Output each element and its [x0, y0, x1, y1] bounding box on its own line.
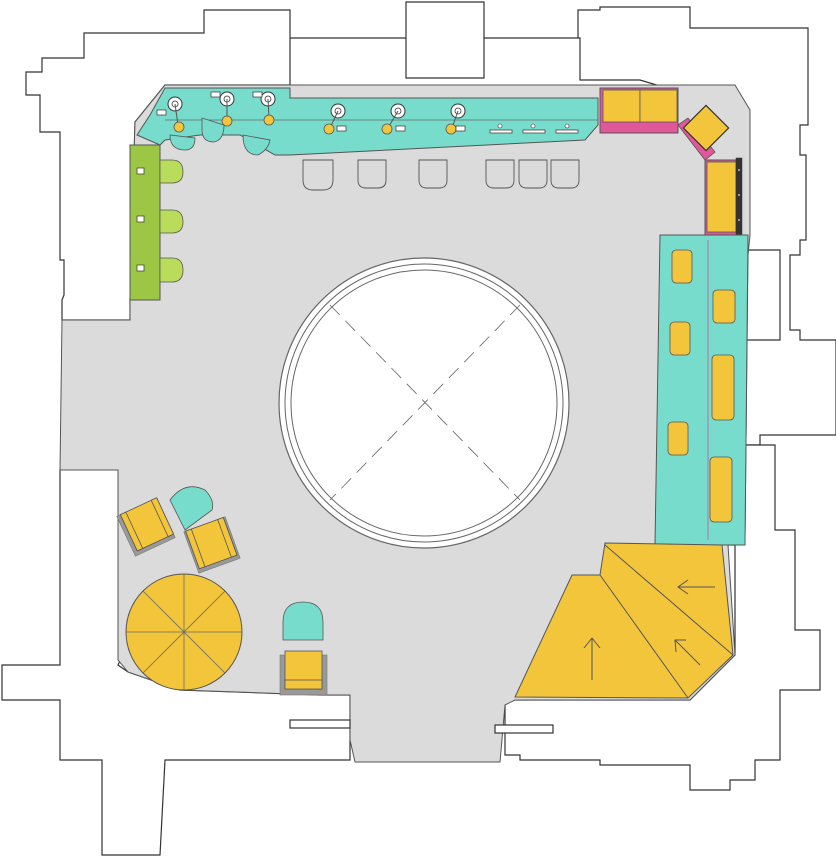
- cushion: [709, 456, 733, 523]
- double-socket-icon: [522, 123, 546, 134]
- double-socket-icon: [136, 215, 145, 223]
- yellow-lamp-bases: [173, 114, 457, 135]
- bottom-entrance: [289, 719, 554, 734]
- double-socket-icon: [395, 125, 406, 132]
- cushion: [667, 421, 689, 456]
- double-socket-icon: [489, 123, 513, 134]
- stair-direction-arrow-icon: [677, 579, 715, 595]
- grey-stools: [302, 159, 580, 191]
- armchair: [116, 497, 176, 557]
- green-seat: [159, 257, 184, 283]
- double-socket-icon: [156, 109, 167, 116]
- atrium-void: [278, 257, 570, 549]
- round-table: [125, 573, 243, 691]
- cushion: [669, 321, 691, 356]
- top-counter-stools: [169, 117, 271, 156]
- green-bench: [129, 144, 184, 301]
- staircase: [514, 542, 734, 699]
- green-seat: [159, 209, 184, 234]
- double-socket-icon: [210, 91, 221, 98]
- double-socket-icon: [136, 167, 145, 175]
- double-socket-icon: [136, 264, 145, 272]
- cushion: [712, 289, 736, 324]
- teal-stool: [282, 601, 324, 641]
- armchair: [279, 650, 328, 696]
- lower-left-lounge: [116, 486, 328, 696]
- lounge-corner: [599, 87, 743, 237]
- double-socket-icon: [252, 91, 263, 98]
- double-socket-icon: [455, 125, 466, 132]
- cushion: [711, 354, 735, 421]
- green-seat: [159, 159, 184, 184]
- teal-stool: [242, 134, 271, 156]
- double-socket-icon: [555, 123, 579, 134]
- stair-direction-arrow-icon: [583, 637, 601, 680]
- power-sockets: [156, 91, 579, 134]
- stair-direction-arrow-icon: [674, 639, 701, 666]
- right-bench: [654, 234, 749, 546]
- cushion: [671, 249, 693, 284]
- teal-stool: [201, 117, 225, 143]
- double-socket-icon: [336, 125, 347, 132]
- teal-stool: [169, 134, 196, 151]
- teal-stool: [169, 486, 214, 531]
- armchair: [183, 516, 241, 574]
